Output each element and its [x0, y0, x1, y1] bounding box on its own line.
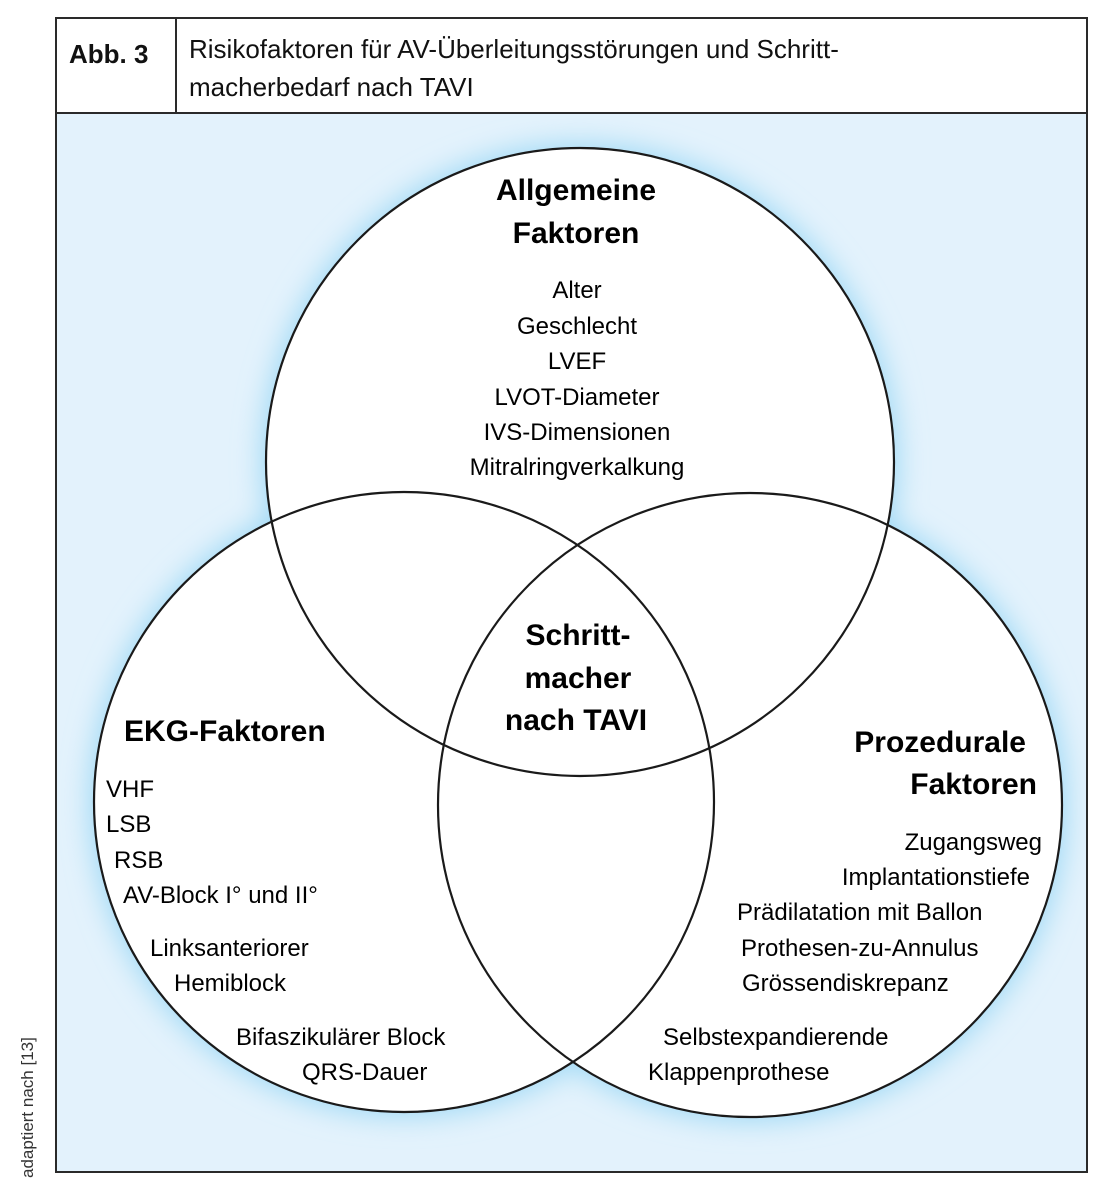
procedural-factor-item: Klappenprothese [648, 1059, 829, 1086]
general-factor-item: LVOT-Diameter [495, 384, 660, 411]
procedural-factors-title-1: Prozedurale [854, 726, 1026, 759]
circle-procedural-factors [436, 491, 1064, 1119]
ecg-factor-item: Bifaszikulärer Block [236, 1024, 446, 1051]
general-factor-item: IVS-Dimensionen [484, 419, 671, 446]
ecg-factor-item: LSB [106, 811, 151, 838]
figure-title-line-2: macherbedarf nach TAVI [189, 72, 474, 102]
circle-ecg-factors [92, 490, 716, 1114]
procedural-factor-item: Zugangsweg [905, 829, 1042, 856]
ecg-factor-item: Linksanteriorer [150, 935, 309, 962]
procedural-factor-item: Prothesen-zu-Annulus [741, 935, 978, 962]
center-label-3: nach TAVI [505, 704, 647, 737]
circle-general-factors [264, 146, 896, 778]
ecg-factor-item: AV-Block I° und II° [123, 882, 318, 909]
figure-title-line-1: Risikofaktoren für AV-Überleitungsstörun… [189, 34, 839, 64]
ecg-factor-item: VHF [106, 776, 154, 803]
general-factor-item: Geschlecht [517, 313, 637, 340]
figure-header: Abb. 3 Risikofaktoren für AV-Überleitung… [55, 17, 1088, 114]
procedural-factor-item: Implantationstiefe [842, 864, 1030, 891]
ecg-factor-item: Hemiblock [174, 970, 287, 997]
general-factor-item: Alter [552, 277, 601, 304]
figure-title: Risikofaktoren für AV-Überleitungsstörun… [177, 19, 1086, 112]
general-factor-item: LVEF [548, 348, 606, 375]
procedural-factor-item: Selbstexpandierende [663, 1024, 889, 1051]
ecg-factor-item: QRS-Dauer [302, 1059, 427, 1086]
procedural-factors-title-2: Faktoren [910, 768, 1037, 801]
general-factor-item: Mitralringverkalkung [470, 454, 685, 481]
general-factors-title-1: Allgemeine [496, 174, 656, 207]
source-note: adaptiert nach [13] [18, 1037, 37, 1178]
procedural-factor-item: Grössendiskrepanz [742, 970, 949, 997]
center-label-1: Schritt- [526, 619, 631, 652]
figure-label: Abb. 3 [57, 19, 177, 112]
general-factors-title-2: Faktoren [513, 217, 640, 250]
ecg-factor-item: RSB [114, 847, 163, 874]
procedural-factor-item: Prädilatation mit Ballon [737, 899, 982, 926]
center-label-2: macher [525, 662, 632, 695]
ecg-factors-title: EKG-Faktoren [124, 715, 326, 748]
